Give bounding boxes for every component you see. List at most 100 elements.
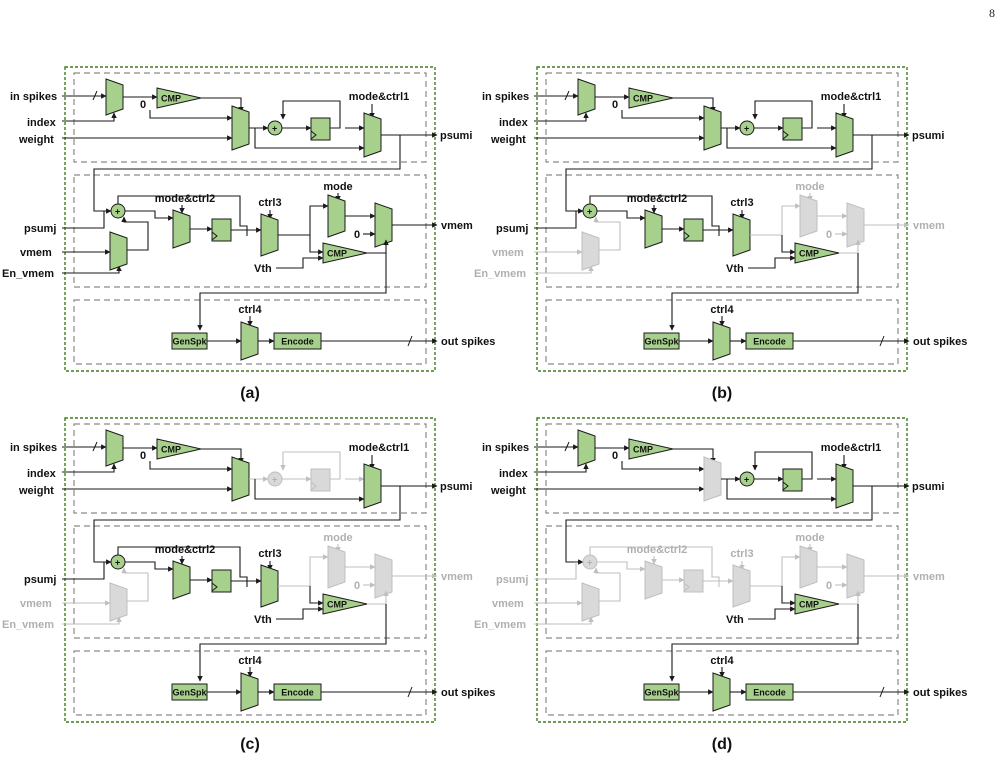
reg2-feedback bbox=[589, 546, 720, 587]
ctrl3-mux bbox=[732, 213, 751, 257]
stage1-frame bbox=[545, 423, 899, 514]
index-wire bbox=[534, 112, 589, 122]
mode-ctrl1-label: mode&ctrl1 bbox=[349, 91, 410, 103]
stage2-frame bbox=[73, 174, 427, 288]
cmp-2 bbox=[322, 593, 368, 615]
en-vmem-wire bbox=[534, 616, 594, 625]
psum-to-stage2 bbox=[93, 486, 401, 565]
vth-label: Vth bbox=[726, 614, 744, 626]
bus-mark bbox=[92, 90, 98, 101]
vmem-to-add bbox=[121, 567, 149, 602]
psumi-label: psumi bbox=[440, 481, 472, 493]
clock-mark bbox=[683, 231, 690, 241]
index-wire bbox=[534, 463, 589, 473]
genspk-block-label: GenSpk bbox=[644, 337, 679, 347]
psumi-label: psumi bbox=[912, 481, 944, 493]
weight-label: weight bbox=[18, 485, 54, 497]
acc-feedback bbox=[752, 100, 813, 129]
ctrl4-label: ctrl4 bbox=[710, 655, 734, 667]
out-spikes-label: out spikes bbox=[441, 687, 495, 699]
to-cmp2 bbox=[781, 586, 796, 606]
reg2-feedback bbox=[117, 546, 248, 587]
to-cmp2 bbox=[309, 586, 324, 606]
stage2-mux bbox=[644, 209, 663, 249]
vmem-out-label: vmem bbox=[913, 571, 945, 583]
clock-mark bbox=[310, 481, 317, 491]
stage2-frame bbox=[545, 525, 899, 639]
psum-mux bbox=[363, 463, 382, 509]
plus-sign: + bbox=[587, 558, 592, 568]
in-spikes-label: in spikes bbox=[482, 442, 529, 454]
panel-caption: (d) bbox=[712, 736, 732, 753]
cmp-label: CMP bbox=[327, 249, 347, 259]
vth-label: Vth bbox=[726, 263, 744, 275]
cmp-1 bbox=[628, 438, 674, 460]
bus-mark bbox=[879, 335, 885, 347]
psumj-wire bbox=[534, 562, 577, 580]
input-mux bbox=[105, 429, 124, 467]
vmem-to-add bbox=[121, 216, 149, 251]
psumj-label: psumj bbox=[24, 574, 56, 586]
in-spikes-label: in spikes bbox=[10, 91, 57, 103]
to-mode-mux bbox=[278, 203, 329, 236]
vmem-out-label: vmem bbox=[913, 220, 945, 232]
mode-ctrl1-label: mode&ctrl1 bbox=[821, 91, 882, 103]
panel-d: in spikesindexweightCMP0+mode&ctrl1psumi… bbox=[474, 417, 967, 753]
bypass-to-mux3 bbox=[726, 128, 837, 151]
bus-mark bbox=[407, 335, 413, 347]
stage3-frame bbox=[73, 299, 427, 365]
psumj-wire bbox=[534, 211, 577, 229]
ctrl4-label: ctrl4 bbox=[710, 304, 734, 316]
stage2-frame bbox=[73, 525, 427, 639]
encode-block-label: Encode bbox=[753, 337, 786, 347]
en-vmem-label: En_vmem bbox=[474, 268, 526, 280]
ctrl3-label: ctrl3 bbox=[258, 548, 281, 560]
plus-sign: + bbox=[587, 207, 592, 217]
psumi-label: psumi bbox=[912, 130, 944, 142]
outer-frame bbox=[536, 66, 908, 372]
psumj-wire bbox=[62, 211, 105, 229]
zero-2-label: 0 bbox=[826, 580, 832, 592]
encode-block-label: Encode bbox=[281, 337, 314, 347]
out-spikes-label: out spikes bbox=[913, 336, 967, 348]
zero-2-label: 0 bbox=[354, 229, 360, 241]
stage2-mux bbox=[172, 209, 191, 249]
genspk-block-label: GenSpk bbox=[172, 337, 207, 347]
panel-c: in spikesindexweightCMP0+mode&ctrl1psumi… bbox=[2, 417, 495, 753]
zero-1-label: 0 bbox=[612, 450, 618, 462]
input-mux bbox=[577, 78, 596, 116]
ctrl4-mux bbox=[240, 321, 259, 361]
vmem-in-label: vmem bbox=[20, 598, 52, 610]
vmem-out-label: vmem bbox=[441, 220, 473, 232]
genspk-block-label: GenSpk bbox=[644, 688, 679, 698]
index-label: index bbox=[499, 117, 529, 129]
cmp-label: CMP bbox=[161, 445, 181, 455]
stage2-mux bbox=[172, 560, 191, 600]
ctrl3-mux bbox=[260, 564, 279, 608]
cmp-to-mux2-sel bbox=[673, 97, 716, 113]
mode-ctrl2-label: mode&ctrl2 bbox=[627, 544, 688, 556]
index-wire bbox=[62, 112, 117, 122]
ctrl3-label: ctrl3 bbox=[730, 548, 753, 560]
en-vmem-wire bbox=[62, 265, 122, 274]
cmp-2 bbox=[322, 242, 368, 264]
bus-mark bbox=[564, 90, 570, 101]
psum-mux bbox=[363, 112, 382, 158]
ctrl3-mux bbox=[732, 564, 751, 608]
outer-frame bbox=[536, 417, 908, 723]
stage1-frame bbox=[73, 72, 427, 163]
psum-to-stage2 bbox=[565, 486, 873, 565]
cmp-label: CMP bbox=[633, 94, 653, 104]
to-cmp2 bbox=[781, 235, 796, 255]
mode-mux bbox=[327, 545, 346, 589]
weight-label: weight bbox=[490, 485, 526, 497]
ctrl4-mux bbox=[712, 672, 731, 712]
vth-wire bbox=[748, 606, 796, 620]
zero-1-label: 0 bbox=[140, 450, 146, 462]
psumj-label: psumj bbox=[24, 223, 56, 235]
clock-mark bbox=[782, 130, 789, 140]
vmem-to-add bbox=[593, 567, 621, 602]
panel-caption: (a) bbox=[240, 385, 260, 402]
to-mode-mux bbox=[750, 554, 801, 587]
